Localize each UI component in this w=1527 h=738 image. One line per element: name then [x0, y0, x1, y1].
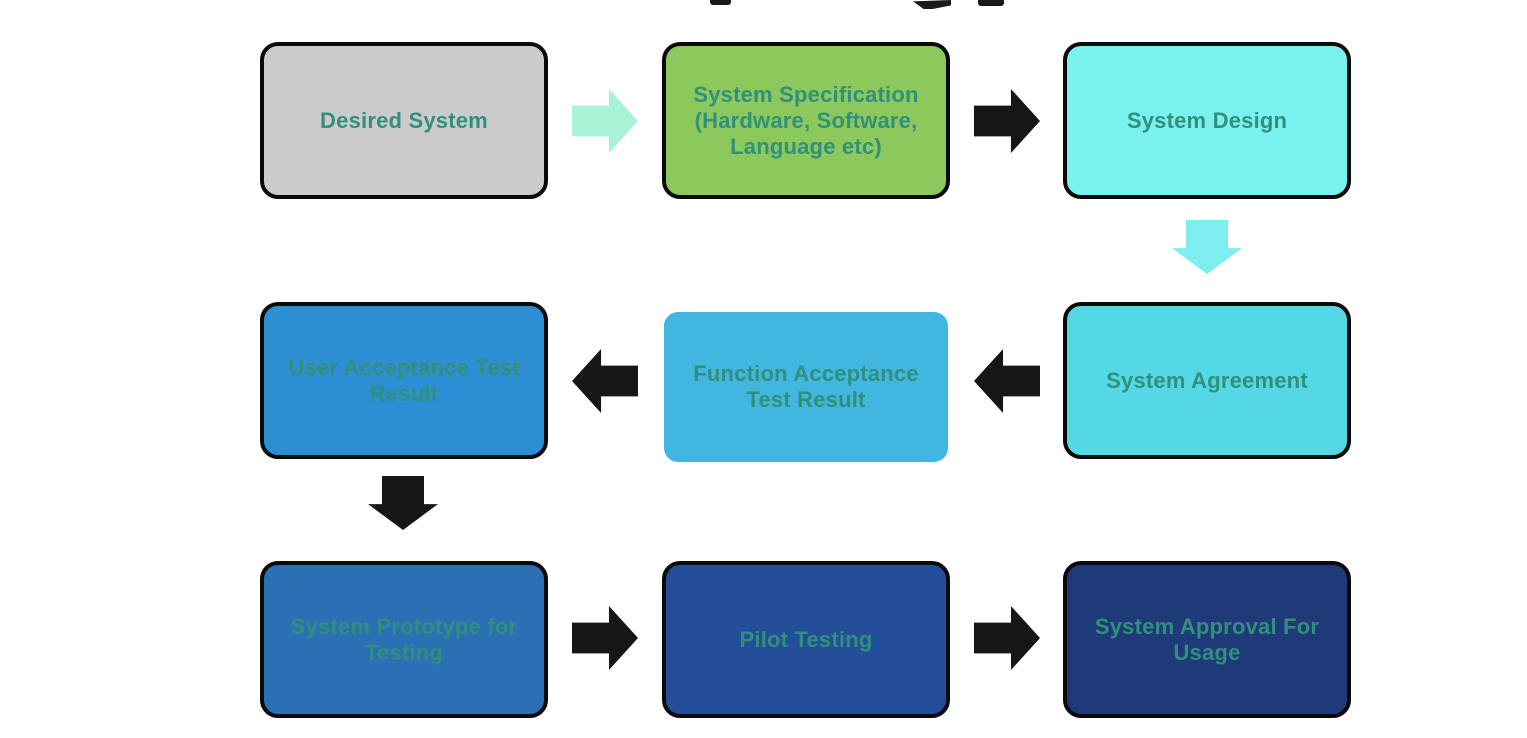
flow-node-system-approval-for-usage: System Approval For Usage — [1063, 561, 1351, 718]
arrow-right-icon — [974, 606, 1040, 670]
cropped-title-glyph-fragment — [913, 0, 951, 9]
arrow-left-icon — [572, 349, 638, 413]
flow-node-label: System Agreement — [1106, 367, 1308, 393]
flow-node-function-acceptance-test-result: Function Acceptance Test Result — [664, 312, 948, 462]
flow-node-label: System Prototype for Testing — [290, 613, 518, 665]
flow-node-label: Function Acceptance Test Result — [693, 361, 919, 412]
arrow-right-icon — [572, 89, 638, 153]
arrow-left-icon — [974, 349, 1040, 413]
flow-node-system-prototype-for-testing: System Prototype for Testing — [260, 561, 548, 718]
flow-node-system-design: System Design — [1063, 42, 1351, 199]
cropped-title-glyph-fragment — [978, 0, 1004, 6]
cropped-title-glyph-fragment — [710, 0, 731, 5]
arrow-down-icon — [368, 476, 438, 530]
flow-node-user-acceptance-test-result: User Acceptance Test Result — [260, 302, 548, 459]
flow-node-desired-system: Desired System — [260, 42, 548, 199]
flow-node-label: Desired System — [320, 107, 488, 133]
arrow-right-icon — [974, 89, 1040, 153]
flow-node-pilot-testing: Pilot Testing — [662, 561, 950, 718]
flow-node-system-agreement: System Agreement — [1063, 302, 1351, 459]
flow-node-label: System Specification (Hardware, Software… — [693, 81, 919, 159]
arrow-right-icon — [572, 606, 638, 670]
flow-node-label: Pilot Testing — [739, 626, 873, 652]
flow-node-label: System Design — [1126, 107, 1288, 133]
arrow-down-icon — [1172, 220, 1242, 274]
flow-node-system-specification: System Specification (Hardware, Software… — [662, 42, 950, 199]
flow-node-label: System Approval For Usage — [1094, 613, 1320, 665]
flow-node-label: User Acceptance Test Result — [288, 354, 520, 406]
